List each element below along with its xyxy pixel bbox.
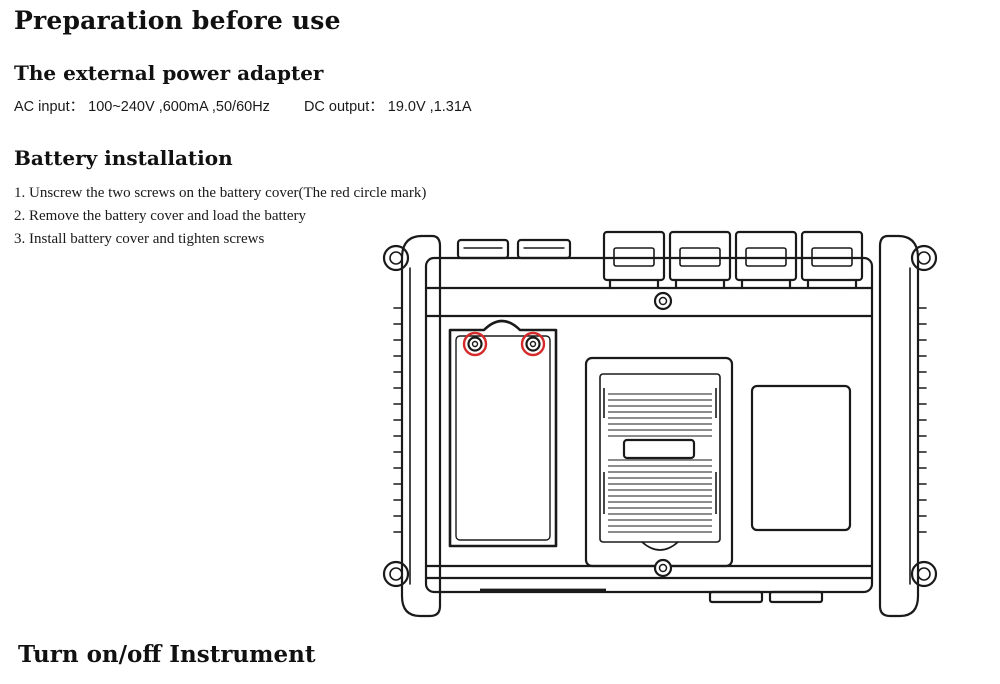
left-bumper <box>382 234 442 618</box>
battery-step-3: 3. Install battery cover and tighten scr… <box>14 231 265 247</box>
battery-screw-left <box>467 336 483 352</box>
top-connector-2 <box>516 238 572 260</box>
battery-step-2: 2. Remove the battery cover and load the… <box>14 208 306 224</box>
label-plate <box>750 384 852 532</box>
top-connector-1 <box>456 238 510 260</box>
red-circle-mark-right <box>520 331 546 357</box>
right-bumper <box>878 234 938 618</box>
section-heading-battery-installation: Battery installation <box>14 146 233 170</box>
section-heading-turn-on-off: Turn on/off Instrument <box>18 641 316 668</box>
page-title: Preparation before use <box>14 6 341 35</box>
instrument-back-illustration <box>382 230 938 618</box>
battery-screw-right <box>525 336 541 352</box>
top-port-4 <box>800 230 864 290</box>
right-grip-ridges <box>917 307 927 533</box>
section-heading-power-adapter: The external power adapter <box>14 61 324 85</box>
bottom-connector-2 <box>768 590 824 604</box>
bottom-connector-1 <box>708 590 764 604</box>
dc-output-spec: DC output： 19.0V ,1.31A <box>303 99 472 115</box>
power-adapter-specs: AC input： 100~240V ,600mA ,50/60Hz DC out… <box>14 95 472 116</box>
battery-step-1: 1. Unscrew the two screws on the battery… <box>14 185 427 201</box>
battery-steps-list: 1. Unscrew the two screws on the battery… <box>14 182 426 251</box>
red-circle-mark-left <box>462 331 488 357</box>
vent-handle <box>622 438 696 460</box>
left-grip-ridges <box>393 307 403 533</box>
bottom-screw <box>653 558 673 578</box>
top-port-1 <box>602 230 666 290</box>
top-screw <box>653 291 673 311</box>
top-port-3 <box>734 230 798 290</box>
battery-cover <box>448 319 558 548</box>
top-port-2 <box>668 230 732 290</box>
ac-input-spec: AC input： 100~240V ,600mA ,50/60Hz <box>14 99 270 115</box>
device-body <box>424 256 874 594</box>
center-vent-panel <box>584 356 734 568</box>
vent-slats <box>608 393 712 533</box>
